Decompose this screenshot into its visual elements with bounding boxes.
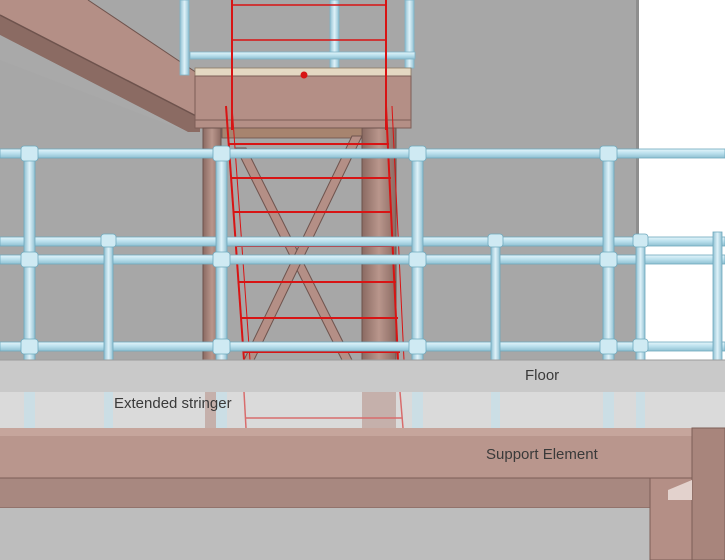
support-element-label: Support Element (486, 446, 598, 463)
wall-edge (636, 0, 639, 392)
floor-label: Floor (525, 367, 560, 384)
extended-stringer (24, 391, 645, 429)
upper-stair-stringer (0, 0, 201, 132)
support-element-beam (0, 427, 725, 560)
front-guardrail (0, 145, 725, 364)
bolt-marker (300, 71, 308, 79)
extended-stringer-label: Extended stringer (114, 395, 232, 412)
upper-railing (179, 0, 416, 76)
white-background (639, 0, 725, 392)
